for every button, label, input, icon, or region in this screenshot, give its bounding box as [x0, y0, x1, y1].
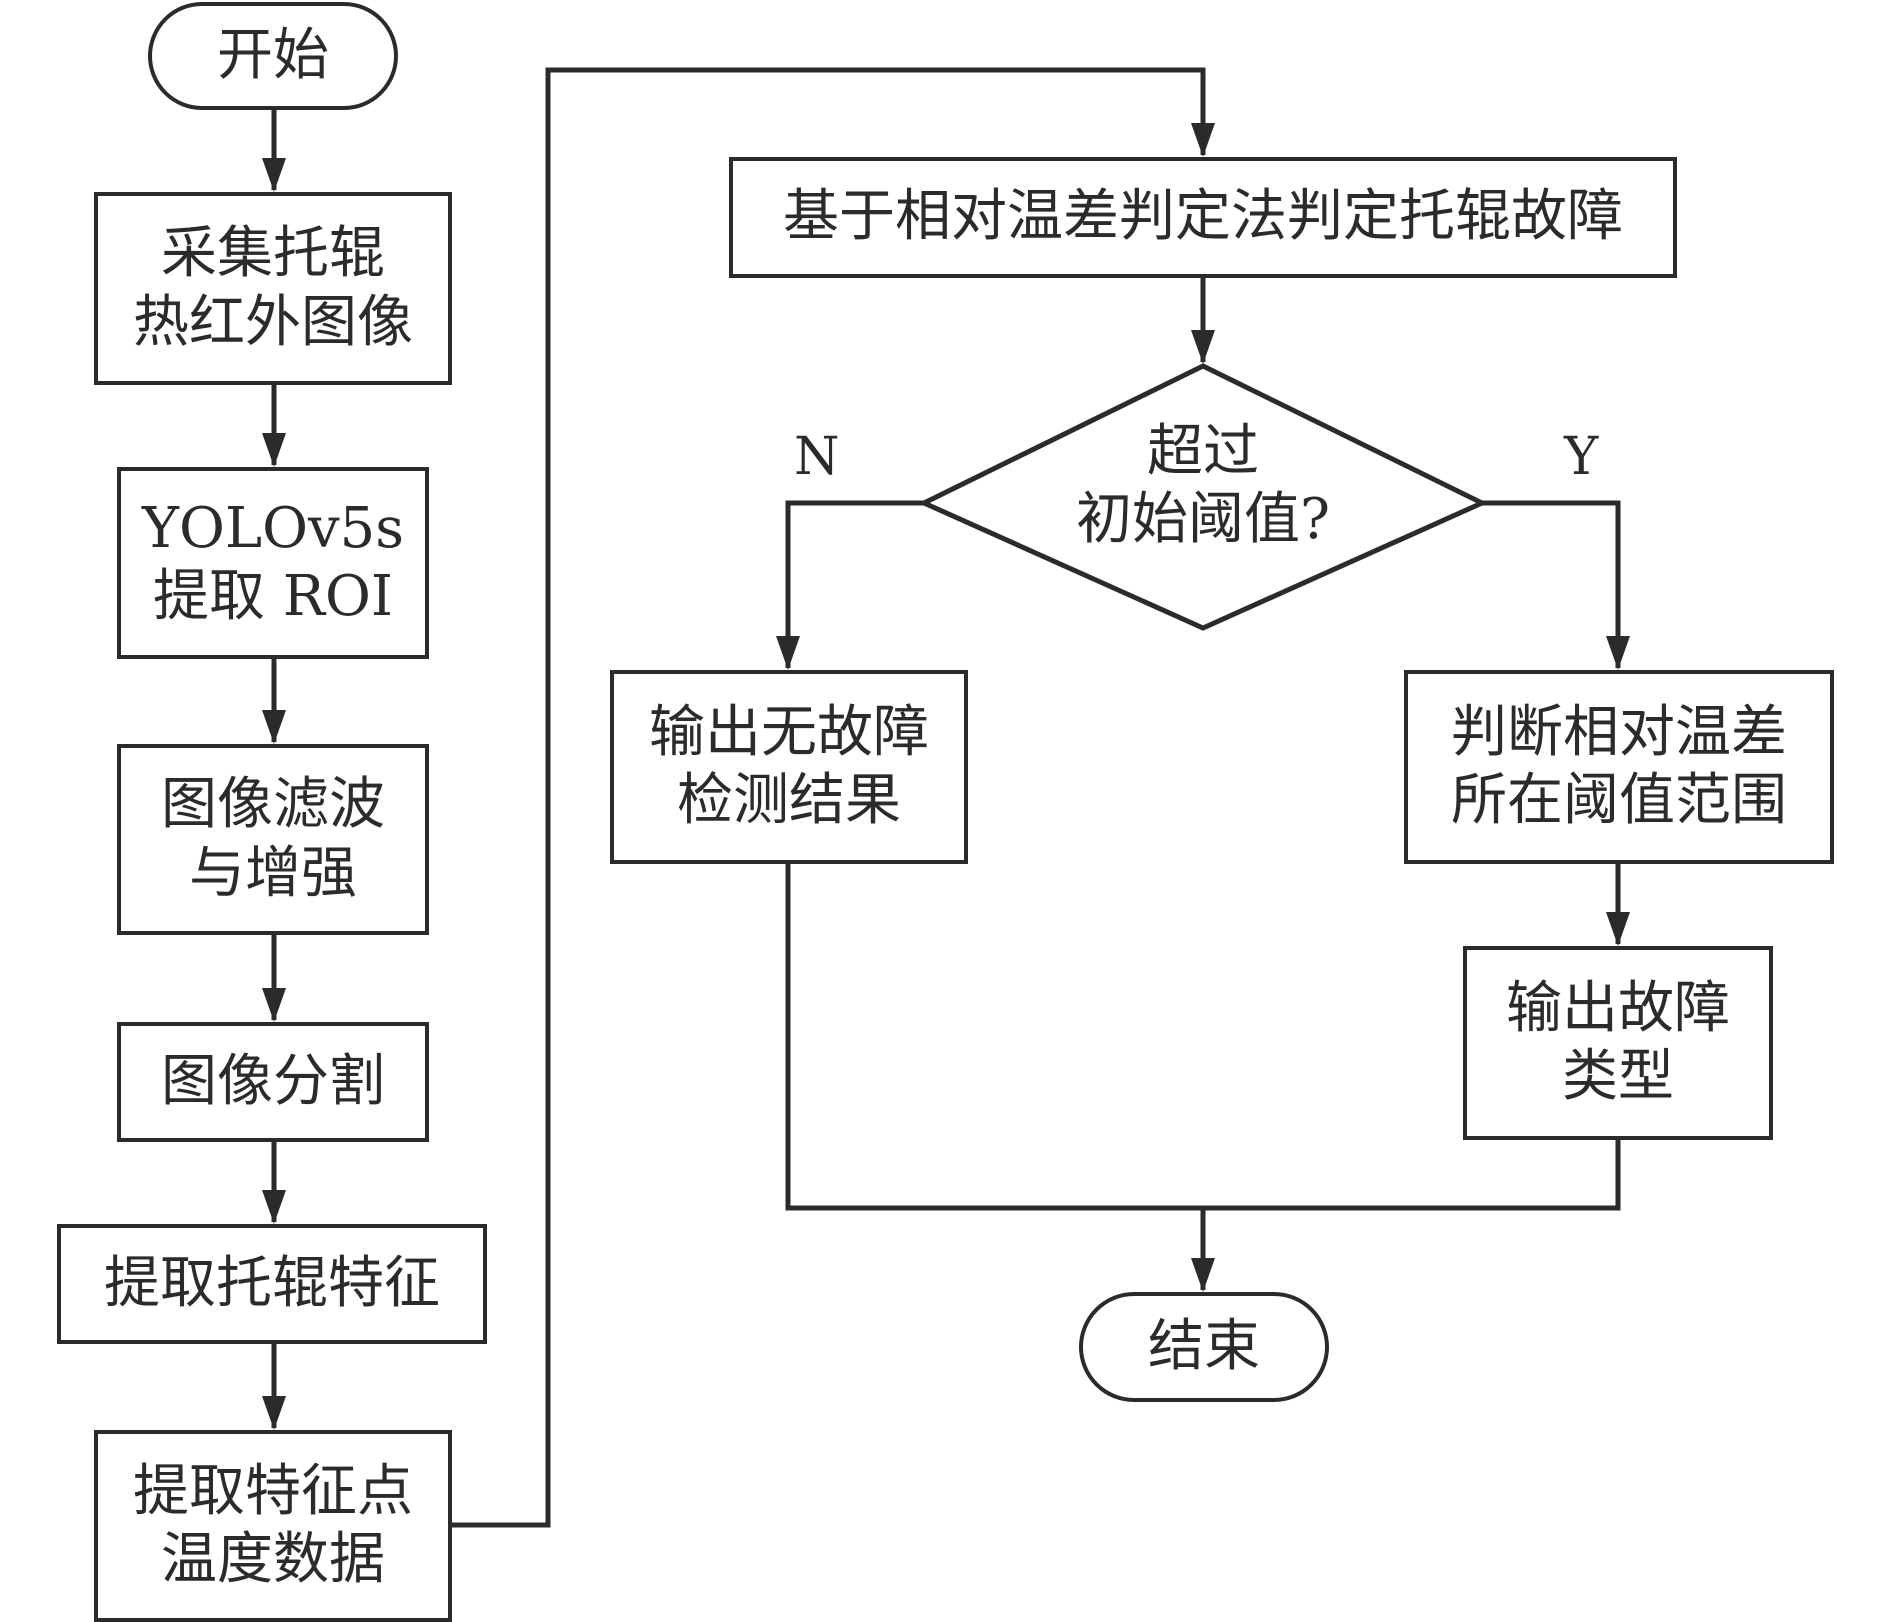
arrowhead — [1191, 123, 1215, 157]
extract-temp-line-1: 提取特征点 — [133, 1458, 413, 1524]
arrowhead — [1606, 912, 1630, 946]
segment-label: 图像分割 — [161, 1048, 385, 1114]
decision-diamond — [918, 363, 1488, 631]
no-fault-line-1: 输出无故障 — [649, 699, 929, 765]
arrowhead — [262, 433, 286, 467]
fault-type-box: 输出故障 类型 — [1463, 946, 1773, 1140]
arrowhead — [262, 988, 286, 1022]
yolo-roi-box: YOLOv5s 提取 ROI — [117, 467, 429, 659]
branch-label-no: N — [794, 427, 840, 487]
fault-type-line-2: 类型 — [1562, 1044, 1674, 1109]
arrowhead — [262, 1396, 286, 1430]
arrowhead — [262, 1190, 286, 1224]
arrowhead — [1606, 636, 1630, 670]
collect-image-box: 采集托辊 热红外图像 — [94, 192, 452, 385]
no-fault-line-2: 检测结果 — [677, 768, 901, 833]
decision-text: 超过 初始阈值? — [1024, 412, 1382, 560]
filter-line-1: 图像滤波 — [161, 772, 385, 838]
judge-fault-box: 基于相对温差判定法判定托辊故障 — [729, 157, 1677, 278]
start-label: 开始 — [217, 22, 329, 88]
arrowhead — [1191, 1258, 1215, 1292]
yolo-line-1: YOLOv5s — [142, 495, 404, 561]
extract-feature-box: 提取托辊特征 — [57, 1224, 487, 1344]
end-label: 结束 — [1148, 1313, 1260, 1379]
arrowhead — [1191, 330, 1215, 364]
arrowhead — [262, 158, 286, 192]
range-line-1: 判断相对温差 — [1451, 699, 1787, 765]
decision-line-1: 超过 — [1147, 418, 1259, 484]
range-box: 判断相对温差 所在阈值范围 — [1404, 670, 1834, 864]
segment-box: 图像分割 — [117, 1022, 429, 1142]
fault-type-line-1: 输出故障 — [1506, 975, 1730, 1041]
arrowhead — [262, 710, 286, 744]
collect-line-2: 热红外图像 — [133, 289, 413, 355]
end-terminal: 结束 — [1079, 1292, 1329, 1402]
extract-feature-label: 提取托辊特征 — [104, 1250, 440, 1316]
filter-enhance-box: 图像滤波 与增强 — [117, 744, 429, 935]
arrow-temp-to-judge — [452, 67, 1206, 1528]
branch-label-yes: Y — [1564, 427, 1599, 487]
extract-temp-box: 提取特征点 温度数据 — [94, 1430, 452, 1622]
collect-line-1: 采集托辊 — [161, 221, 385, 287]
no-fault-box: 输出无故障 检测结果 — [610, 670, 968, 864]
decision-line-2: 初始阈值? — [1075, 487, 1331, 552]
extract-temp-line-2: 温度数据 — [161, 1527, 385, 1592]
arrowhead — [776, 636, 800, 670]
arrow-decision-yes — [1482, 500, 1621, 668]
judge-label: 基于相对温差判定法判定托辊故障 — [783, 184, 1623, 250]
filter-line-2: 与增强 — [189, 840, 357, 906]
range-line-2: 所在阈值范围 — [1451, 768, 1787, 833]
arrow-decision-no — [785, 500, 924, 668]
yolo-line-2: 提取 ROI — [153, 564, 393, 629]
start-terminal: 开始 — [148, 2, 398, 110]
